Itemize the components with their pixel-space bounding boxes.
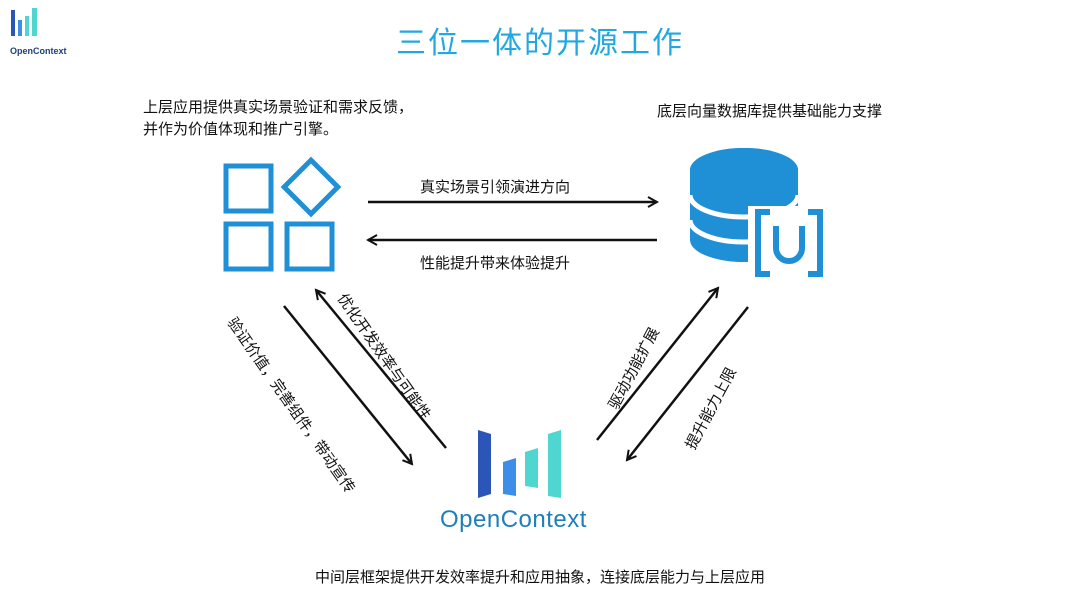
- framework-layer-description: 中间层框架提供开发效率提升和应用抽象，连接底层能力与上层应用: [314, 568, 765, 586]
- app-layer-description-line-2: 并作为价值体现和推广引擎。: [143, 120, 339, 138]
- logo-text: OpenContext: [10, 46, 67, 56]
- app-layer-description: 上层应用提供真实场景验证和需求反馈， 并作为价值体现和推广引擎。: [143, 96, 463, 140]
- db-layer-description: 底层向量数据库提供基础能力支撑: [657, 102, 883, 120]
- edge-label-db-to-app: 性能提升带来体验提升: [420, 254, 571, 272]
- page-title: 三位一体的开源工作: [396, 26, 684, 61]
- opencontext-logo-icon: [478, 430, 561, 498]
- arrow-app-to-framework: [283, 305, 412, 464]
- edge-label-app-to-db: 真实场景引领演进方向: [420, 178, 571, 196]
- database-icon: [687, 148, 834, 277]
- logo: OpenContext: [8, 6, 72, 56]
- arrow-db-to-framework: [627, 306, 749, 460]
- app-grid-icon: [223, 156, 342, 272]
- arrow-framework-to-app: [316, 290, 447, 449]
- framework-brand-text: OpenContext: [440, 506, 587, 533]
- app-layer-description-line-1: 上层应用提供真实场景验证和需求反馈，: [143, 98, 414, 116]
- logo-mark-icon: [11, 8, 37, 36]
- arrow-framework-to-db: [596, 288, 718, 441]
